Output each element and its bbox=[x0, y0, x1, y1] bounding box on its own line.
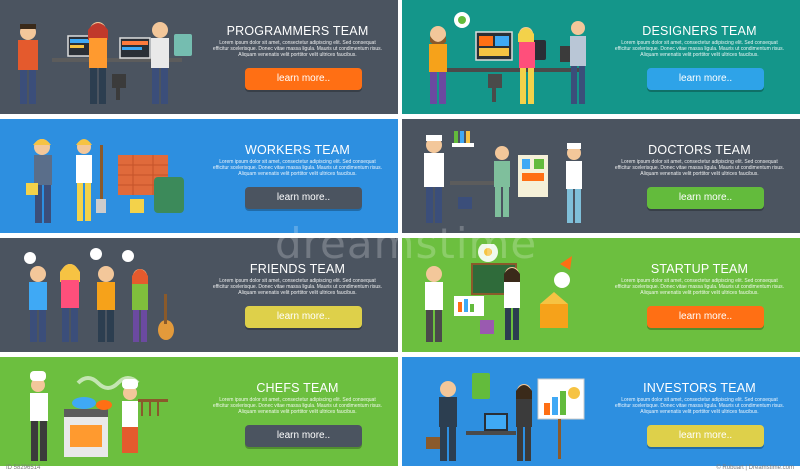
doctors-text-block: DOCTORS TEAM Lorem ipsum dolor sit amet,… bbox=[607, 119, 792, 233]
learn-more-button[interactable]: learn more.. bbox=[647, 187, 764, 209]
banner-investors: INVESTORS TEAM Lorem ipsum dolor sit ame… bbox=[402, 357, 800, 471]
banner-description: Lorem ipsum dolor sit amet, consectetur … bbox=[212, 159, 383, 177]
banner-description: Lorem ipsum dolor sit amet, consectetur … bbox=[614, 159, 785, 177]
investors-text-block: INVESTORS TEAM Lorem ipsum dolor sit ame… bbox=[607, 357, 792, 471]
friends-illustration bbox=[24, 248, 174, 342]
learn-more-button[interactable]: learn more.. bbox=[647, 68, 764, 90]
learn-more-button[interactable]: learn more.. bbox=[647, 306, 764, 328]
investors-illustration bbox=[426, 373, 585, 461]
banner-description: Lorem ipsum dolor sit amet, consectetur … bbox=[614, 40, 785, 58]
image-id: ID 58296514 bbox=[6, 465, 41, 471]
banner-description: Lorem ipsum dolor sit amet, consectetur … bbox=[614, 278, 785, 296]
banner-title: WORKERS TEAM bbox=[245, 143, 350, 157]
learn-more-button[interactable]: learn more.. bbox=[245, 187, 362, 209]
banner-title: FRIENDS TEAM bbox=[249, 262, 346, 276]
banner-workers: WORKERS TEAM Lorem ipsum dolor sit amet,… bbox=[0, 119, 398, 233]
banner-startup: STARTUP TEAM Lorem ipsum dolor sit amet,… bbox=[402, 238, 800, 352]
chefs-illustration bbox=[30, 371, 168, 461]
banner-title: INVESTORS TEAM bbox=[643, 381, 756, 395]
programmers-illustration bbox=[18, 22, 192, 104]
learn-more-button[interactable]: learn more.. bbox=[245, 68, 362, 90]
startup-text-block: STARTUP TEAM Lorem ipsum dolor sit amet,… bbox=[607, 238, 792, 352]
programmers-text-block: PROGRAMMERS TEAM Lorem ipsum dolor sit a… bbox=[205, 0, 390, 114]
startup-illustration bbox=[425, 244, 572, 342]
banner-programmers: PROGRAMMERS TEAM Lorem ipsum dolor sit a… bbox=[0, 0, 398, 114]
banner-title: DESIGNERS TEAM bbox=[642, 24, 757, 38]
learn-more-button[interactable]: learn more.. bbox=[647, 425, 764, 447]
banner-chefs: CHEFS TEAM Lorem ipsum dolor sit amet, c… bbox=[0, 357, 398, 471]
footer-bar: ID 58296514 © Robuart | Dreamstime.com bbox=[0, 465, 800, 474]
banner-friends: FRIENDS TEAM Lorem ipsum dolor sit amet,… bbox=[0, 238, 398, 352]
banner-title: PROGRAMMERS TEAM bbox=[226, 24, 369, 38]
friends-text-block: FRIENDS TEAM Lorem ipsum dolor sit amet,… bbox=[205, 238, 390, 352]
workers-text-block: WORKERS TEAM Lorem ipsum dolor sit amet,… bbox=[205, 119, 390, 233]
banner-title: DOCTORS TEAM bbox=[648, 143, 751, 157]
learn-more-button[interactable]: learn more.. bbox=[245, 306, 362, 328]
banner-description: Lorem ipsum dolor sit amet, consectetur … bbox=[614, 397, 785, 415]
banner-designers: DESIGNERS TEAM Lorem ipsum dolor sit ame… bbox=[402, 0, 800, 114]
banner-description: Lorem ipsum dolor sit amet, consectetur … bbox=[212, 397, 383, 415]
banner-doctors: DOCTORS TEAM Lorem ipsum dolor sit amet,… bbox=[402, 119, 800, 233]
banner-title: CHEFS TEAM bbox=[256, 381, 339, 395]
banner-title: STARTUP TEAM bbox=[650, 262, 749, 276]
learn-more-button[interactable]: learn more.. bbox=[245, 425, 362, 447]
banner-description: Lorem ipsum dolor sit amet, consectetur … bbox=[212, 278, 383, 296]
doctors-illustration bbox=[424, 131, 582, 223]
banner-description: Lorem ipsum dolor sit amet, consectetur … bbox=[212, 40, 383, 58]
chefs-text-block: CHEFS TEAM Lorem ipsum dolor sit amet, c… bbox=[205, 357, 390, 471]
designers-text-block: DESIGNERS TEAM Lorem ipsum dolor sit ame… bbox=[607, 0, 792, 114]
workers-illustration bbox=[26, 139, 184, 223]
copyright: © Robuart | Dreamstime.com bbox=[716, 465, 794, 471]
designers-illustration bbox=[429, 12, 586, 104]
